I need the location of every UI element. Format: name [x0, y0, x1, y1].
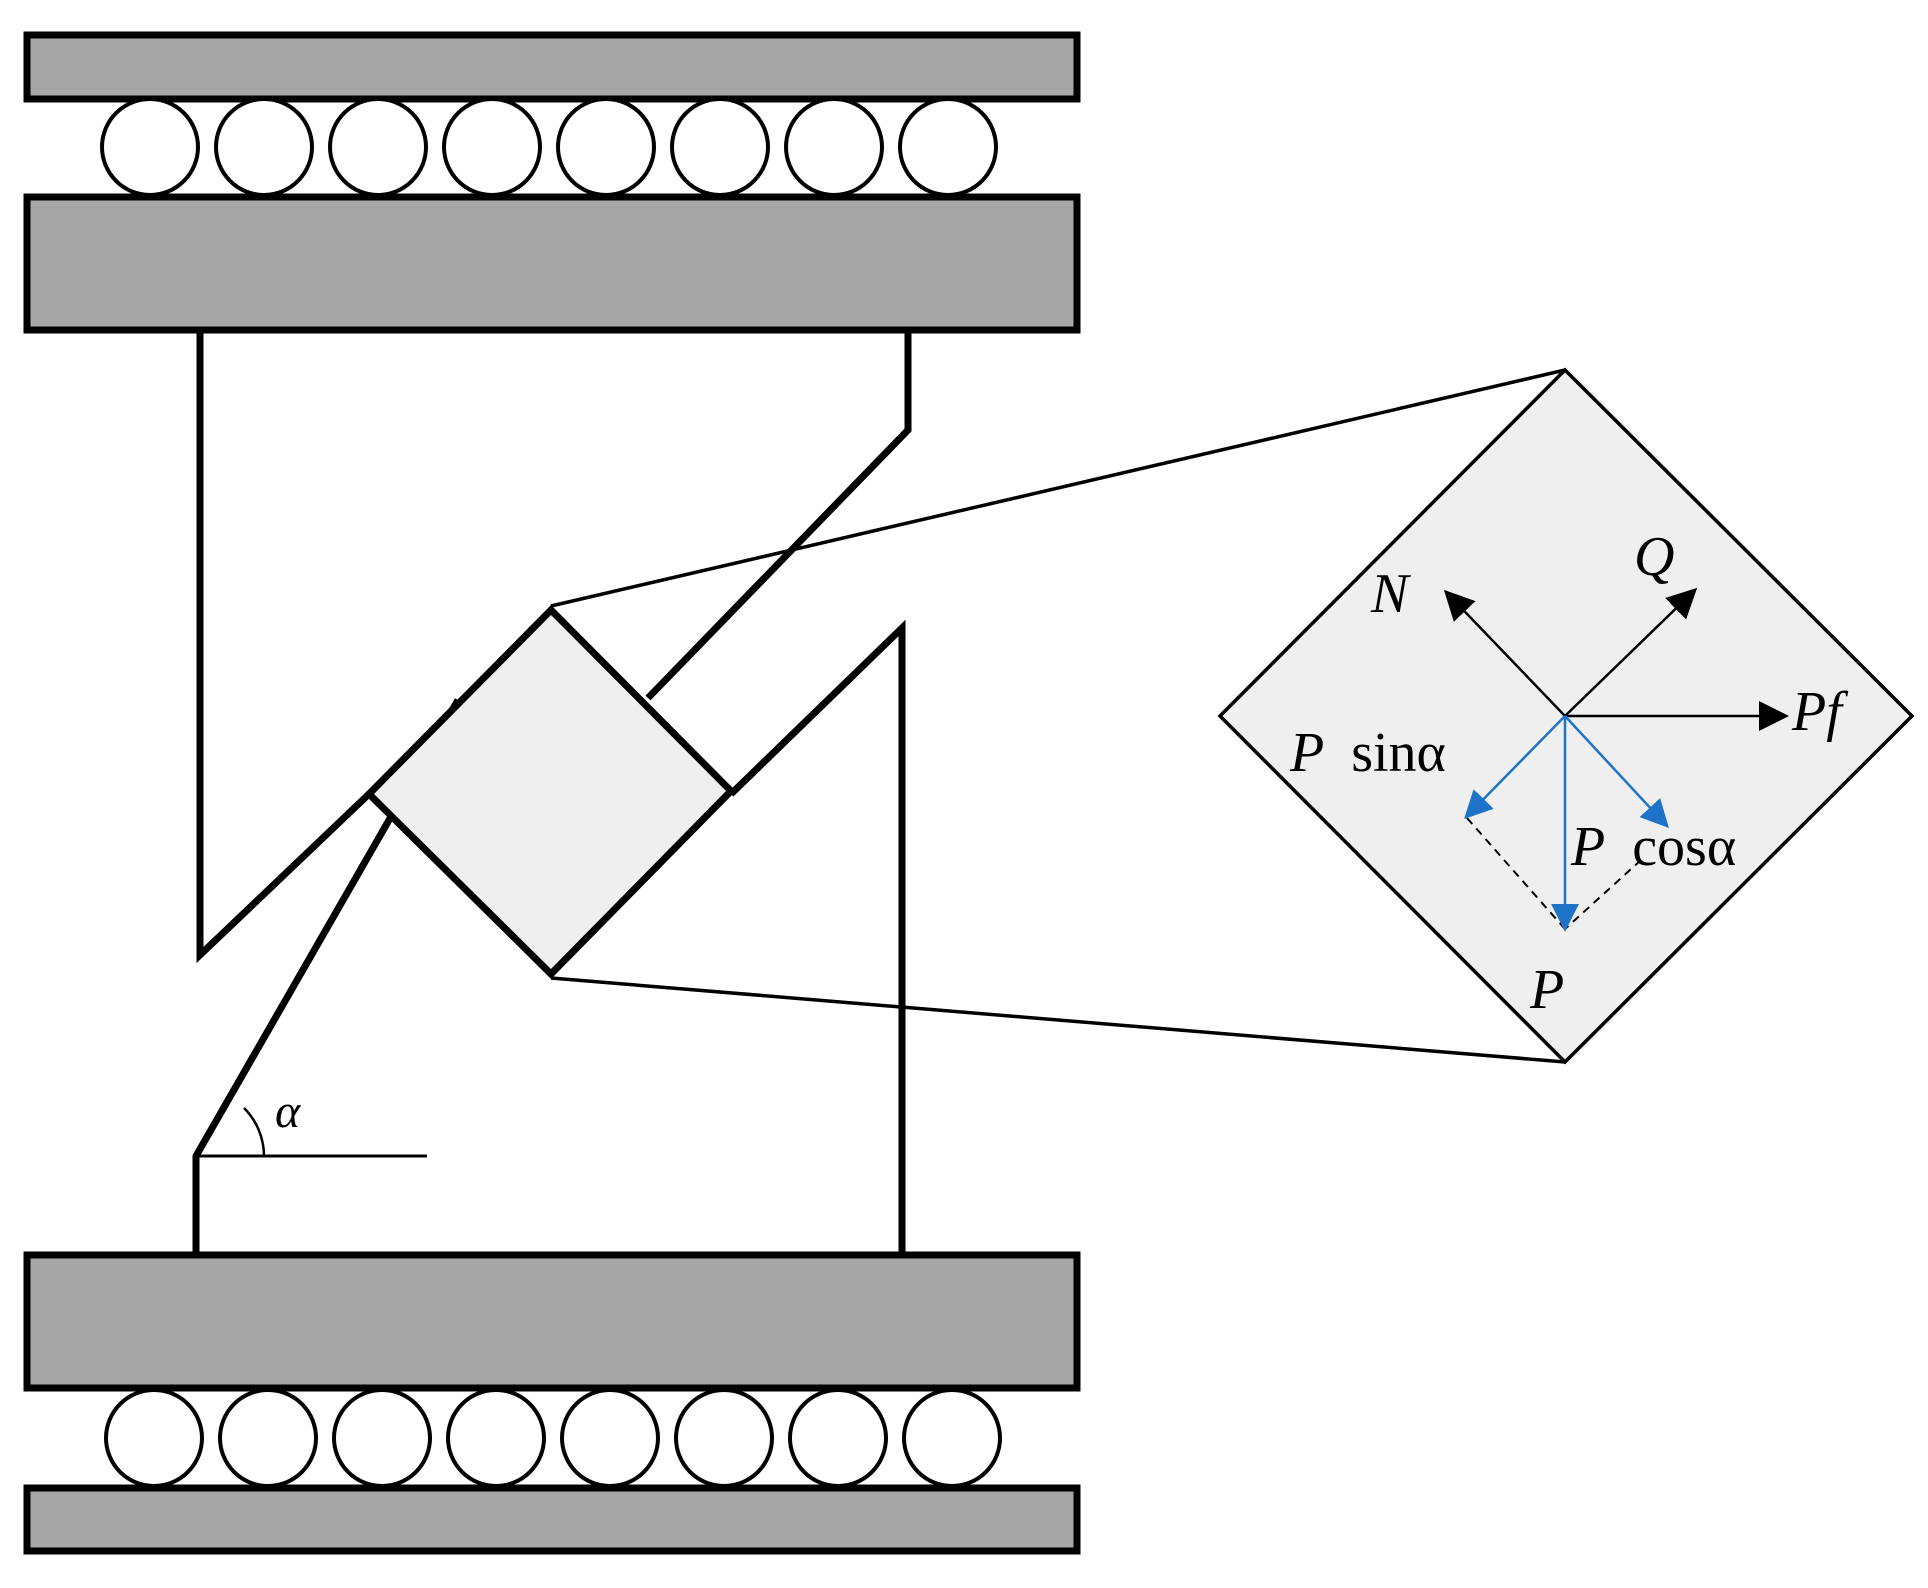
upper-wedge-right-edge — [645, 330, 912, 701]
label-P-cos-function: cosα — [1632, 816, 1736, 878]
angle-arc — [243, 1107, 266, 1157]
label-Pf: Pf — [1791, 681, 1849, 743]
force-Psin-arrow — [1464, 715, 1566, 819]
top-outer-plate — [23, 31, 1081, 103]
label-P-sin: P sinα — [1289, 722, 1446, 784]
roller-ball — [898, 97, 998, 197]
label-P-cos-symbol: P — [1570, 816, 1604, 878]
bottom-roller-row — [104, 1388, 1002, 1488]
top-inner-plate — [23, 193, 1081, 334]
force-N-arrow — [1443, 589, 1566, 717]
label-P-sin-function: sinα — [1351, 722, 1446, 784]
force-Q-arrow — [1564, 587, 1698, 717]
friction-block — [364, 605, 736, 979]
label-P-sin-symbol: P — [1289, 722, 1323, 784]
roller-ball — [332, 1388, 432, 1488]
zoom-line-top — [550, 368, 1566, 608]
roller-ball — [104, 1388, 204, 1488]
angle-label: α — [275, 1085, 301, 1138]
roller-ball — [674, 1388, 774, 1488]
roller-ball — [328, 97, 428, 197]
roller-ball — [560, 1388, 660, 1488]
roller-ball — [218, 1388, 318, 1488]
lower-wedge-right-edge — [728, 619, 906, 1255]
roller-ball — [214, 97, 314, 197]
label-P: P — [1529, 959, 1564, 1021]
roller-ball — [556, 97, 656, 197]
roller-ball — [788, 1388, 888, 1488]
roller-ball — [100, 97, 200, 197]
roller-ball — [902, 1388, 1002, 1488]
force-Pcos-arrow — [1564, 715, 1669, 829]
zoom-line-bottom — [550, 976, 1566, 1064]
upper-wedge-outline — [196, 330, 372, 964]
roller-ball — [442, 97, 542, 197]
roller-ball — [784, 97, 884, 197]
roller-ball — [670, 97, 770, 197]
dashed-construction-left — [1466, 817, 1566, 930]
top-roller-row — [100, 97, 998, 197]
bottom-outer-plate — [23, 1484, 1081, 1555]
roller-ball — [446, 1388, 546, 1488]
bottom-inner-plate — [23, 1251, 1081, 1392]
label-Q: Q — [1634, 526, 1674, 588]
label-P-cos: P cosα — [1570, 816, 1736, 878]
label-N: N — [1370, 563, 1411, 625]
